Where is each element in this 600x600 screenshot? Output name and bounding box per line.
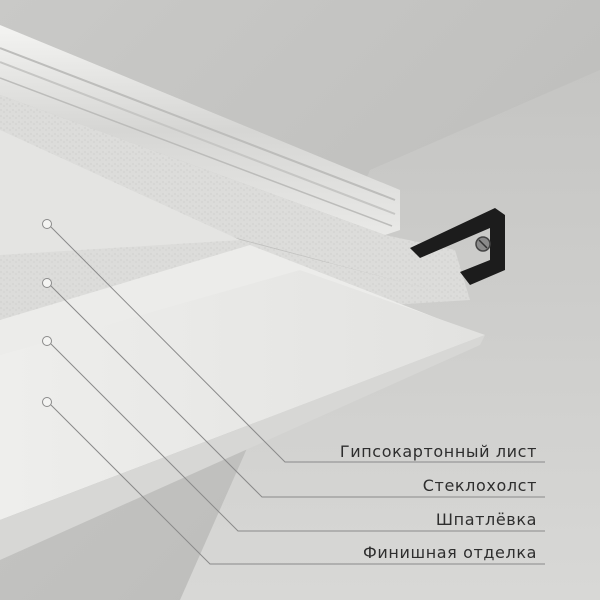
aluminium-profile-rail: [0, 25, 400, 235]
callout-dot-drywall: [42, 219, 52, 229]
callout-dot-putty: [42, 336, 52, 346]
finish-layer-face: [0, 270, 485, 520]
callout-leader-putty: [50, 343, 545, 532]
mounting-bracket: [410, 208, 505, 285]
callout-label-fiberglass: Стеклохолст: [423, 476, 537, 495]
board-underside: [0, 335, 485, 560]
rail-groove-3: [0, 77, 393, 227]
callout-leader-fiberglass: [50, 285, 545, 498]
callout-leaders: [42, 219, 545, 565]
rail-groove-1: [0, 47, 396, 201]
screw-slot: [478, 239, 488, 249]
callout-label-drywall: Гипсокартонный лист: [340, 442, 537, 461]
callout-leader-drywall: [50, 226, 545, 463]
callout-leader-finish: [50, 404, 545, 565]
callout-dot-finish: [42, 397, 52, 407]
rail-groove-2: [0, 61, 396, 215]
drywall-top-edge: [0, 95, 470, 300]
callout-label-finish: Финишная отделка: [363, 543, 537, 562]
callout-label-putty: Шпатлёвка: [436, 510, 537, 529]
callout-dot-fiberglass: [42, 278, 52, 288]
